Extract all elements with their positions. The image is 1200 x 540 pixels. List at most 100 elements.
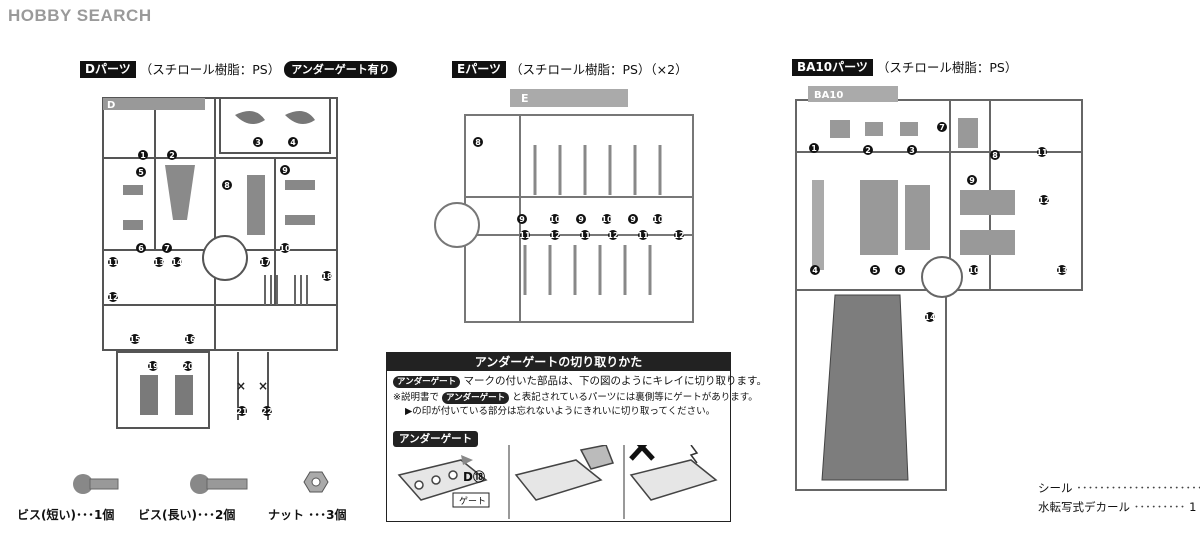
decal-label: 水転写式デカール xyxy=(1038,500,1130,514)
e-part-number: 9 xyxy=(628,214,638,224)
d-part-number: 5 xyxy=(136,167,146,177)
cut-guide-line2: ※説明書で アンダーゲート と表記されているパーツには裏側等にゲートがあります。 xyxy=(393,391,758,405)
e-part-number: 10 xyxy=(601,214,613,224)
svg-text:×: × xyxy=(236,379,246,393)
d-part-number: 18 xyxy=(321,271,333,281)
d-part-number: 1 xyxy=(138,150,148,160)
undergate-cut-guide: アンダーゲートの切り取りかた アンダーゲート マークの付いた部品は、下の図のよう… xyxy=(386,352,767,522)
ba10-part-number: 12 xyxy=(1038,195,1050,205)
svg-text:4: 4 xyxy=(290,138,296,147)
ba10-part-numbers: 1 2 3 4 5 6 7 8 9 10 11 12 13 14 xyxy=(809,122,1068,322)
svg-text:9: 9 xyxy=(630,215,636,224)
e-part-number: 10 xyxy=(652,214,664,224)
cut-guide-line1: アンダーゲート マークの付いた部品は、下の図のようにキレイに切り取ります。 xyxy=(393,374,767,388)
ba10-part-number: 3 xyxy=(907,145,917,155)
e-part-number: 9 xyxy=(517,214,527,224)
svg-text:11: 11 xyxy=(637,231,649,240)
svg-text:11: 11 xyxy=(519,231,531,240)
ba10-part-number: 13 xyxy=(1056,265,1068,275)
decal-line: 水転写式デカール ･････････ 1 xyxy=(1038,499,1196,515)
e-part-number: 12 xyxy=(673,230,685,240)
undergate-badge: アンダーゲート有り xyxy=(284,61,397,78)
svg-text:14: 14 xyxy=(924,313,936,322)
svg-text:11: 11 xyxy=(579,231,591,240)
e-part-number: 11 xyxy=(579,230,591,240)
svg-text:10: 10 xyxy=(279,244,291,253)
svg-text:11: 11 xyxy=(107,258,119,267)
ba10-part-number: 7 xyxy=(937,122,947,132)
e-runner-label: E xyxy=(521,92,529,105)
cut-guide-panel-label: アンダーゲート xyxy=(393,427,479,447)
undergate-mini-badge-2: アンダーゲート xyxy=(442,392,510,404)
ba10-part-number: 14 xyxy=(924,312,936,322)
svg-text:3: 3 xyxy=(255,138,261,147)
svg-text:2: 2 xyxy=(865,146,871,155)
ba10-part-number: 1 xyxy=(809,143,819,153)
d-part-number: 22 xyxy=(261,406,273,416)
d-part-number: 19 xyxy=(147,361,159,371)
d-part-numbers: 1 2 3 4 5 6 7 8 9 10 11 12 13 14 15 16 1… xyxy=(107,137,333,416)
svg-text:9: 9 xyxy=(282,166,288,175)
svg-text:20: 20 xyxy=(182,362,194,371)
svg-text:3: 3 xyxy=(909,146,915,155)
svg-text:16: 16 xyxy=(184,335,196,344)
e-part-number: 12 xyxy=(549,230,561,240)
nut-label: ナット ･･･3個 xyxy=(268,508,347,522)
wrong-cross-icon xyxy=(629,445,655,461)
d-part-number: 9 xyxy=(280,165,290,175)
accessory-icons xyxy=(73,471,329,494)
site-logo: HOBBY SEARCH xyxy=(8,6,152,25)
cut-guide-illustrations: D⑱ ゲート xyxy=(397,445,718,519)
d-part-number: 14 xyxy=(171,257,183,267)
e-runner-diagram: E 8 9 10 9 10 9 10 11 12 11 12 11 12 xyxy=(434,89,694,323)
d-part-number: 3 xyxy=(253,137,263,147)
ba10-part-number: 2 xyxy=(863,145,873,155)
e-part-number: 11 xyxy=(519,230,531,240)
d-part-number: 12 xyxy=(107,292,119,302)
d-part-number: 16 xyxy=(184,334,196,344)
d-part-number: 8 xyxy=(222,180,232,190)
ba10-runner-label: BA10 xyxy=(814,90,843,101)
svg-text:12: 12 xyxy=(673,231,684,240)
ba10-part-number: 4 xyxy=(810,265,820,275)
e-part-number: 10 xyxy=(549,214,561,224)
d-part-number: 4 xyxy=(288,137,298,147)
svg-text:22: 22 xyxy=(261,407,272,416)
svg-text:18: 18 xyxy=(321,272,333,281)
d-runner-label: D xyxy=(107,100,115,111)
svg-text:7: 7 xyxy=(164,244,170,253)
sticker-line: シール ･･････････････････････ 1 xyxy=(1038,480,1200,496)
ba10-parts-tag: BA10パーツ xyxy=(792,59,873,76)
d-parts-material: （スチロール樹脂：PS） xyxy=(139,62,281,77)
sticker-label: シール xyxy=(1038,481,1073,495)
ba10-parts-material: （スチロール樹脂：PS） xyxy=(876,60,1018,75)
svg-text:4: 4 xyxy=(812,266,818,275)
ba10-part-number: 11 xyxy=(1036,147,1048,157)
svg-text:12: 12 xyxy=(607,231,618,240)
e-runner-tag xyxy=(510,89,628,107)
decal-count: 1 xyxy=(1189,500,1197,514)
svg-text:10: 10 xyxy=(549,215,561,224)
cut-guide-line2-prefix: ※説明書で xyxy=(393,392,439,403)
svg-text:1: 1 xyxy=(140,151,146,160)
e-parts-tag: Eパーツ xyxy=(452,61,506,78)
d-part-number: 17 xyxy=(259,257,271,267)
svg-text:17: 17 xyxy=(259,258,270,267)
svg-text:12: 12 xyxy=(107,293,118,302)
ba10-part-number: 10 xyxy=(968,265,980,275)
svg-text:7: 7 xyxy=(939,123,945,132)
spark-icon xyxy=(689,445,699,464)
d-part-number: 21 xyxy=(236,406,248,416)
d-parts-tag: Dパーツ xyxy=(80,61,136,78)
d-runner-tag xyxy=(103,98,205,110)
ba10-runner-tag xyxy=(808,86,898,102)
svg-text:15: 15 xyxy=(129,335,141,344)
decal-dots: ･････････ xyxy=(1133,500,1186,514)
svg-text:19: 19 xyxy=(147,362,159,371)
svg-text:9: 9 xyxy=(969,176,975,185)
cut-guide-line3: ▶の印が付いている部分は忘れないようにきれいに切り取ってください。 xyxy=(405,406,716,417)
svg-text:8: 8 xyxy=(992,151,998,160)
e-part-number: 12 xyxy=(607,230,619,240)
svg-text:8: 8 xyxy=(224,181,230,190)
d-part-number: 13 xyxy=(153,257,165,267)
